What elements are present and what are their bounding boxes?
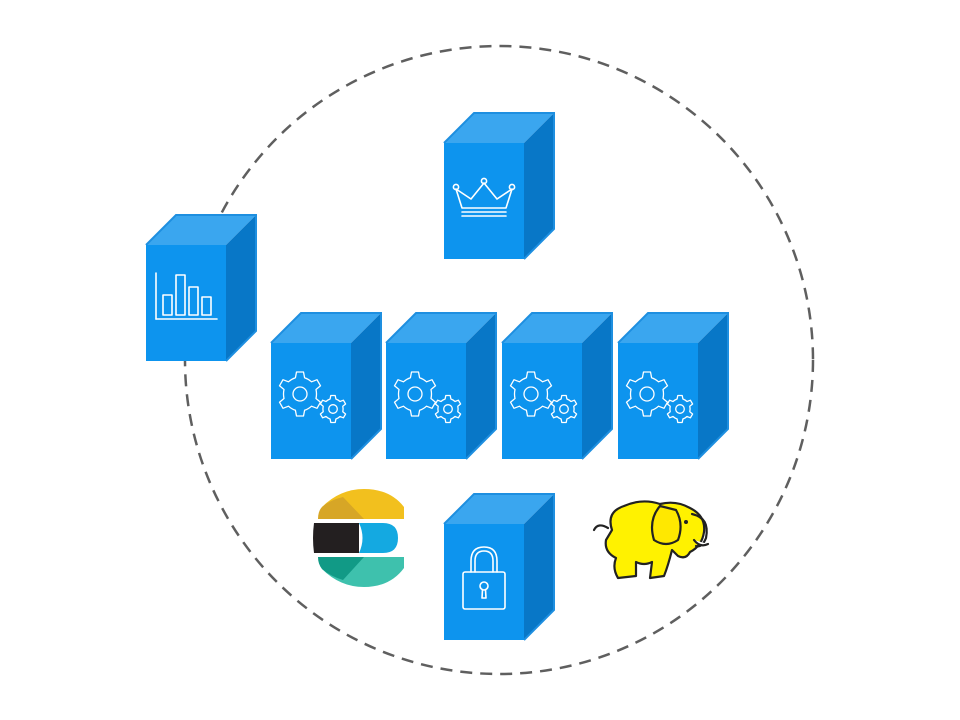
crown-icon	[452, 177, 516, 217]
worker-node[interactable]	[617, 312, 729, 460]
hadoop-logo	[592, 500, 710, 580]
monitoring-node[interactable]	[145, 214, 257, 362]
security-node[interactable]	[443, 493, 555, 641]
master-node[interactable]	[443, 112, 555, 260]
worker-node[interactable]	[270, 312, 382, 460]
bar-chart-icon	[155, 272, 218, 320]
worker-node[interactable]	[385, 312, 497, 460]
padlock-icon	[462, 546, 506, 610]
elasticsearch-logo	[313, 489, 404, 587]
worker-node[interactable]	[501, 312, 613, 460]
